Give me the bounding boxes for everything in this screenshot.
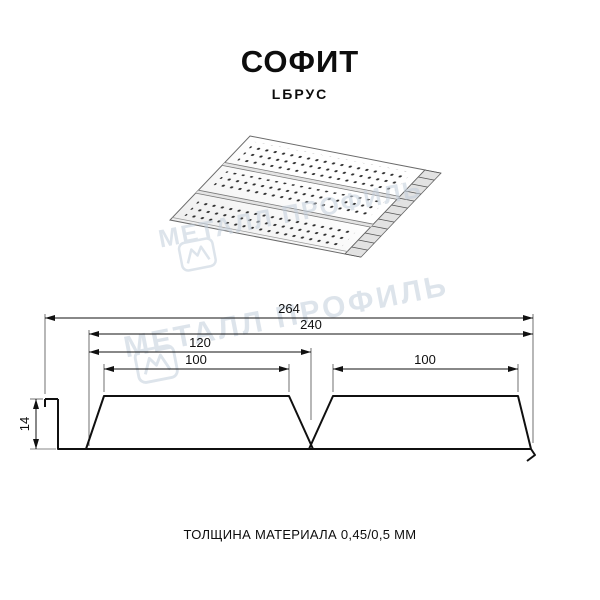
soffit-panel-illustration [169,135,442,258]
dimension-label: 264 [278,301,300,316]
material-thickness-note: ТОЛЩИНА МАТЕРИАЛА 0,45/0,5 ММ [183,527,417,542]
product-title: СОФИТ [240,44,360,79]
metall-profil-logo-icon [177,237,217,272]
profile-cross-section [44,395,536,462]
dimension-plank-right-100: 100 [332,352,519,392]
dimension-label: 14 [17,417,32,431]
dimension-height-14: 14 [17,398,56,450]
product-subtitle: LБРУС [271,86,329,102]
dimension-plank-left-100: 100 [103,352,290,392]
dimension-label: 100 [414,352,436,367]
watermark-text: МЕТАЛЛ ПРОФИЛЬ [121,269,451,364]
dimension-label: 120 [189,335,211,350]
dimension-overall-264: 264 [44,301,534,443]
dimension-label: 240 [300,317,322,332]
dimension-label: 100 [185,352,207,367]
dimension-module-120: 120 [89,335,312,420]
